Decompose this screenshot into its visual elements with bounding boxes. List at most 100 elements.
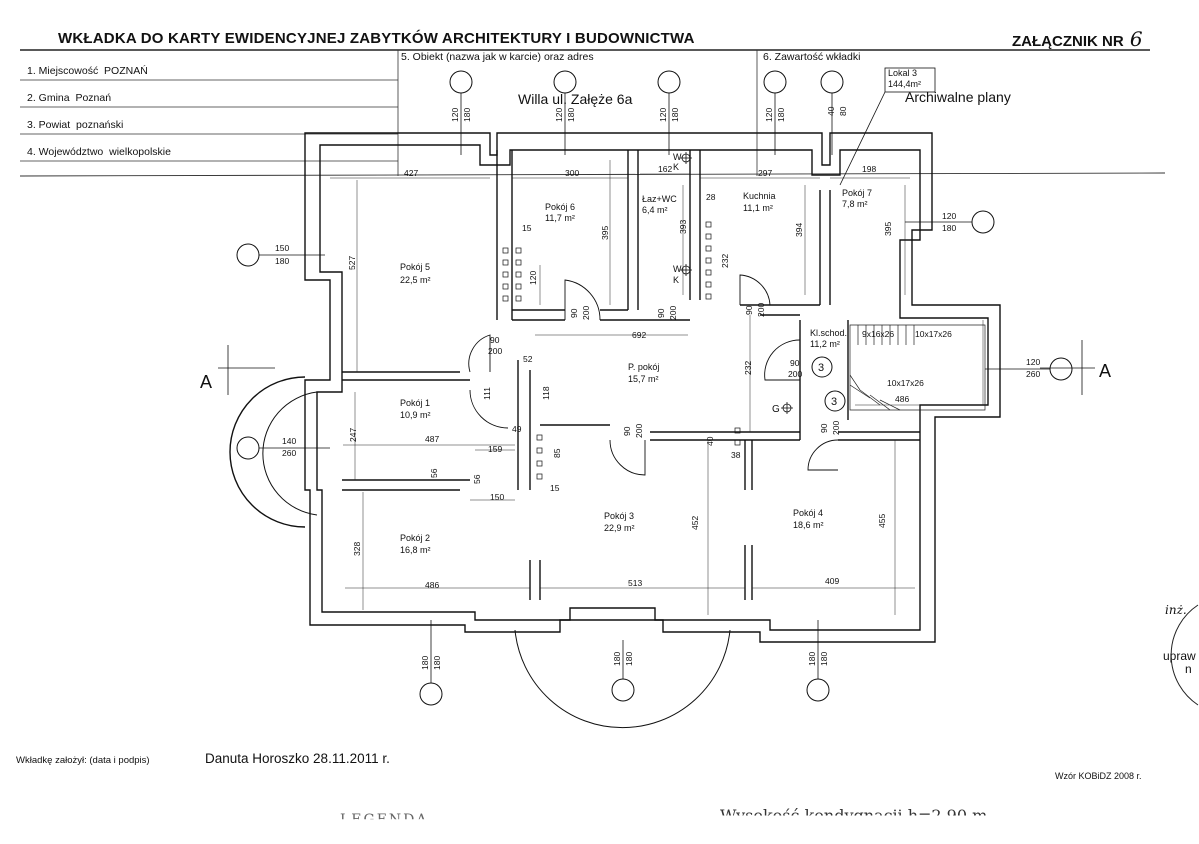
win-w-260: 260 [282,448,296,458]
door-1-h: 200 [488,346,502,356]
room-5-area: 22,5 m² [400,275,431,285]
attachment-label: ZAŁĄCZNIK NR 6 [1012,27,1143,51]
lokal-area: 144,4m² [888,79,921,89]
dim-232b: 232 [743,361,753,375]
dim-300: 300 [565,168,579,178]
dim-486a: 486 [425,580,439,590]
staircase-area: 11,2 m² [810,339,840,349]
win-top-2a: 120 [554,108,564,122]
room-5-name: Pokój 5 [400,262,430,272]
dim-85: 85 [552,448,562,458]
field-county-value: poznański [76,119,124,131]
room-3-area: 22,9 m² [604,523,635,533]
dim-52: 52 [523,354,533,364]
room-6-name: Pokój 6 [545,202,575,212]
dim-40: 40 [705,436,715,446]
room-1-name: Pokój 1 [400,398,430,408]
dim-15a: 15 [522,223,532,233]
field-voivodeship: 4. Województwo wielkopolskie [27,146,171,158]
room-1-area: 10,9 m² [400,410,431,420]
dim-487: 487 [425,434,439,444]
dim-247: 247 [348,428,358,442]
wk-label-2: W [673,264,682,274]
win-w-140: 140 [282,436,296,446]
dim-452: 452 [690,516,700,530]
win-top-1b: 180 [462,108,472,122]
dim-56a: 56 [429,468,439,478]
lokal-name: Lokal 3 [888,68,917,78]
dim-28: 28 [706,192,716,202]
section5-label: 5. Obiekt (nazwa jak w karcie) oraz adre… [401,51,594,63]
field-commune-value: Poznań [75,92,112,104]
win-bot-1a: 180 [420,656,430,670]
win-w-150: 150 [275,243,289,253]
dim-527: 527 [347,256,357,270]
kitchen-name: Kuchnia [743,191,776,201]
created-by-label: Wkładkę założył: (data i podpis) [16,755,150,766]
door-1-w: 90 [490,335,500,345]
win-top-2b: 180 [566,108,576,122]
field-county: 3. Powiat poznański [27,119,123,131]
door-2-w: 90 [790,358,800,368]
dim-513: 513 [628,578,642,588]
field-locality-value: POZNAŃ [104,65,148,77]
attachment-label-text: ZAŁĄCZNIK NR [1012,33,1124,50]
bathroom-name: Łaz+WC [642,194,677,204]
room-4-area: 18,6 m² [793,520,824,530]
bathroom-area: 6,4 m² [642,205,668,215]
field-voivodeship-label: 4. Województwo [27,146,104,158]
stairs-spec-1: 9x16x26 [862,329,894,339]
room-3-name: Pokój 3 [604,511,634,521]
wk-label-2b: K [673,275,679,285]
hall-name: P. pokój [628,362,659,372]
circle-num-2: 3 [831,396,837,408]
section6-label: 6. Zawartość wkładki [763,51,861,63]
dim-394: 394 [794,223,804,237]
door-5-w: 90 [744,305,754,315]
floor-height-cut-text: Wysokość kondygnacji h=2,90 m [720,806,988,825]
created-by-value: Danuta Horoszko 28.11.2011 r. [205,751,390,766]
dim-232a: 232 [720,254,730,268]
object-address: Willa ul. Załęże 6a [518,91,633,107]
dim-120: 120 [528,271,538,285]
attachment-number: 6 [1129,27,1143,51]
door-4-w: 90 [656,308,666,318]
field-commune: 2. Gmina Poznań [27,92,111,104]
dim-56b: 56 [472,474,482,484]
dim-297: 297 [758,168,772,178]
door-7-w: 90 [819,423,829,433]
win-top-5a: 40 [826,106,836,116]
dim-159: 159 [488,444,502,454]
win-bot-3a: 180 [807,652,817,666]
contents-value: Archiwalne plany [905,89,1011,105]
win-bot-2a: 180 [612,652,622,666]
dim-162: 162 [658,164,672,174]
kitchen-area: 11,1 m² [743,203,773,213]
door-3-h: 200 [581,306,591,320]
door-6-h: 200 [634,424,644,438]
dim-486b: 486 [895,394,909,404]
win-e-120: 120 [942,211,956,221]
g-marker: G [772,404,780,415]
vent-squares [502,221,741,480]
circle-num-1: 3 [818,362,824,374]
wk-label-1: W [673,152,682,162]
stairs-spec-3: 10x17x26 [887,378,924,388]
document-title: WKŁADKA DO KARTY EWIDENCYJNEJ ZABYTKÓW A… [58,30,695,47]
edge-text-3: n [1185,662,1192,676]
win-top-1a: 120 [450,108,460,122]
dim-455: 455 [877,514,887,528]
dim-198: 198 [862,164,876,174]
win-bot-2b: 180 [624,652,634,666]
field-commune-label: 2. Gmina [27,92,70,104]
stamp-edge [1170,604,1199,706]
dim-15b: 15 [550,483,560,493]
dim-393: 393 [678,220,688,234]
template-version: Wzór KOBiDZ 2008 r. [1055,771,1142,781]
win-top-4b: 180 [776,108,786,122]
section-marker-left: A [200,372,212,392]
dim-111: 111 [482,387,492,400]
room-6-area: 11,7 m² [545,213,575,223]
room-2-area: 16,8 m² [400,545,431,555]
dim-118: 118 [541,386,551,400]
